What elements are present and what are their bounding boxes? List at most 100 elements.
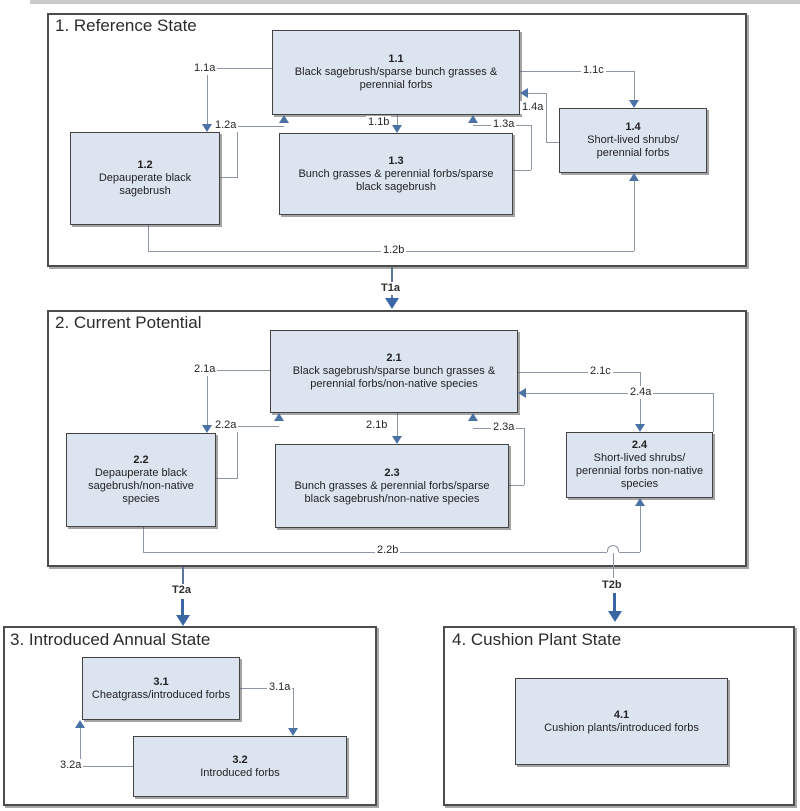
node-3-2-label: Introduced forbs xyxy=(200,766,280,779)
arrow-down-icon xyxy=(392,125,402,133)
node-2-4: 2.4 Short-lived shrubs/ perennial forbs … xyxy=(566,432,713,498)
edge-2-1c-segment xyxy=(518,372,640,373)
edge-label-2-2a: 2.2a xyxy=(213,419,239,432)
node-2-2: 2.2 Depauperate black sagebrush/non-nati… xyxy=(66,433,216,527)
edge-2-2b-hop xyxy=(607,545,619,552)
node-1-1-number: 1.1 xyxy=(388,53,404,65)
node-1-2: 1.2 Depauperate black sagebrush xyxy=(70,132,220,225)
edge-2-4a-segment xyxy=(713,393,714,432)
node-4-1: 4.1 Cushion plants/introduced forbs xyxy=(515,678,728,765)
transition-t2a-line xyxy=(182,567,184,584)
edge-1-1c-segment xyxy=(634,71,635,101)
edge-label-1-3a: 1.3a xyxy=(491,118,517,131)
state-2-title: 2. Current Potential xyxy=(55,313,202,332)
arrow-up-icon xyxy=(468,413,478,421)
arrow-up-icon xyxy=(635,498,645,506)
arrow-up-icon xyxy=(629,173,639,181)
node-1-2-number: 1.2 xyxy=(137,159,153,171)
state-1-title: 1. Reference State xyxy=(55,16,197,35)
edge-1-2a-segment xyxy=(237,126,284,127)
node-2-3: 2.3 Bunch grasses & perennial forbs/spar… xyxy=(275,444,509,528)
node-4-1-label: Cushion plants/introduced forbs xyxy=(544,721,699,734)
edge-label-2-1c: 2.1c xyxy=(588,365,613,378)
edge-1-2a-segment xyxy=(220,177,238,178)
edge-label-3-1a: 3.1a xyxy=(267,681,293,694)
node-1-3-label: Bunch grasses & perennial forbs/sparse b… xyxy=(298,167,494,193)
transition-label-t1a: T1a xyxy=(379,282,402,295)
edge-label-1-1c: 1.1c xyxy=(581,64,606,77)
arrow-down-icon xyxy=(608,611,622,622)
arrow-down-icon xyxy=(392,436,402,444)
node-1-2-label: Depauperate black sagebrush xyxy=(98,172,192,197)
edge-1-3a-segment xyxy=(531,125,532,170)
edge-2-2a-segment xyxy=(237,426,279,427)
edge-label-2-4a: 2.4a xyxy=(628,386,654,399)
page-edge-shadow xyxy=(30,0,800,4)
edge-label-2-3a: 2.3a xyxy=(491,421,517,434)
arrow-down-icon xyxy=(635,424,645,432)
edge-label-1-1a: 1.1a xyxy=(192,62,218,75)
edge-label-1-1b: 1.1b xyxy=(366,116,392,129)
node-4-1-number: 4.1 xyxy=(613,708,630,721)
edge-label-1-2b: 1.2b xyxy=(381,244,407,257)
node-2-1: 2.1 Black sagebrush/sparse bunch grasses… xyxy=(270,330,518,413)
node-1-4-number: 1.4 xyxy=(625,121,641,133)
arrow-down-icon xyxy=(176,615,190,626)
transition-label-t2a: T2a xyxy=(170,584,193,597)
edge-2-2a-segment xyxy=(237,426,238,478)
node-3-2: 3.2 Introduced forbs xyxy=(133,736,347,797)
node-2-3-number: 2.3 xyxy=(384,466,400,479)
transition-label-t2b: T2b xyxy=(600,579,624,592)
node-1-3-number: 1.3 xyxy=(388,154,404,167)
edge-2-2b-segment xyxy=(143,527,144,552)
transition-t2a-shaft xyxy=(181,599,184,616)
node-1-1-label: Black sagebrush/sparse bunch grasses & p… xyxy=(294,66,498,91)
edge-1-2b-segment xyxy=(148,225,149,251)
node-3-1: 3.1 Cheatgrass/introduced forbs xyxy=(82,657,240,720)
arrow-left-icon xyxy=(518,388,526,398)
edge-1-3a-segment xyxy=(513,170,531,171)
transition-t2b-line xyxy=(613,553,614,578)
edge-1-1b-segment xyxy=(397,115,398,127)
edge-2-3a-segment xyxy=(509,485,524,486)
edge-1-1a-segment xyxy=(207,68,272,69)
node-3-1-number: 3.1 xyxy=(153,675,169,688)
edge-3-1a-segment xyxy=(293,688,294,728)
state-4-title: 4. Cushion Plant State xyxy=(452,630,622,649)
arrow-down-icon xyxy=(202,425,212,433)
edge-1-2a-segment xyxy=(237,126,238,178)
edge-3-2a-segment xyxy=(80,728,81,766)
node-2-1-label: Black sagebrush/sparse bunch grasses & p… xyxy=(292,365,496,390)
edge-label-2-1b: 2.1b xyxy=(364,419,390,432)
edge-1-4a-segment xyxy=(546,142,559,143)
node-2-2-number: 2.2 xyxy=(133,454,149,466)
arrow-up-icon xyxy=(274,413,284,421)
transition-t2b-shaft xyxy=(613,593,616,612)
node-2-4-label: Short-lived shrubs/ perennial forbs non-… xyxy=(575,452,704,490)
edge-2-1a-segment xyxy=(207,370,270,371)
edge-3-1a-segment xyxy=(240,688,293,689)
edge-1-1c-segment xyxy=(520,71,634,72)
edge-label-1-4a: 1.4a xyxy=(520,101,546,114)
node-1-4: 1.4 Short-lived shrubs/ perennial forbs xyxy=(559,108,707,173)
edge-2-2b-segment xyxy=(640,506,641,552)
node-1-3: 1.3 Bunch grasses & perennial forbs/spar… xyxy=(279,133,513,215)
node-2-4-number: 2.4 xyxy=(631,439,648,451)
edge-label-2-1a: 2.1a xyxy=(192,363,218,376)
node-2-3-label: Bunch grasses & perennial forbs/sparse b… xyxy=(294,479,490,505)
node-3-2-number: 3.2 xyxy=(232,753,248,766)
node-1-1: 1.1 Black sagebrush/sparse bunch grasses… xyxy=(272,30,520,115)
edge-2-1a-segment xyxy=(207,370,208,427)
edge-1-4a-segment xyxy=(546,93,547,142)
arrow-up-icon xyxy=(468,115,478,123)
edge-label-1-2a: 1.2a xyxy=(213,119,239,132)
edge-1-2b-segment xyxy=(634,181,635,251)
node-1-4-label: Short-lived shrubs/ perennial forbs xyxy=(587,134,679,159)
arrow-down-icon xyxy=(385,298,399,309)
arrow-up-icon xyxy=(75,720,85,728)
edge-2-2a-segment xyxy=(216,478,238,479)
arrow-down-icon xyxy=(629,100,639,108)
edge-2-4a-segment xyxy=(526,393,713,394)
arrow-left-icon xyxy=(520,88,528,98)
